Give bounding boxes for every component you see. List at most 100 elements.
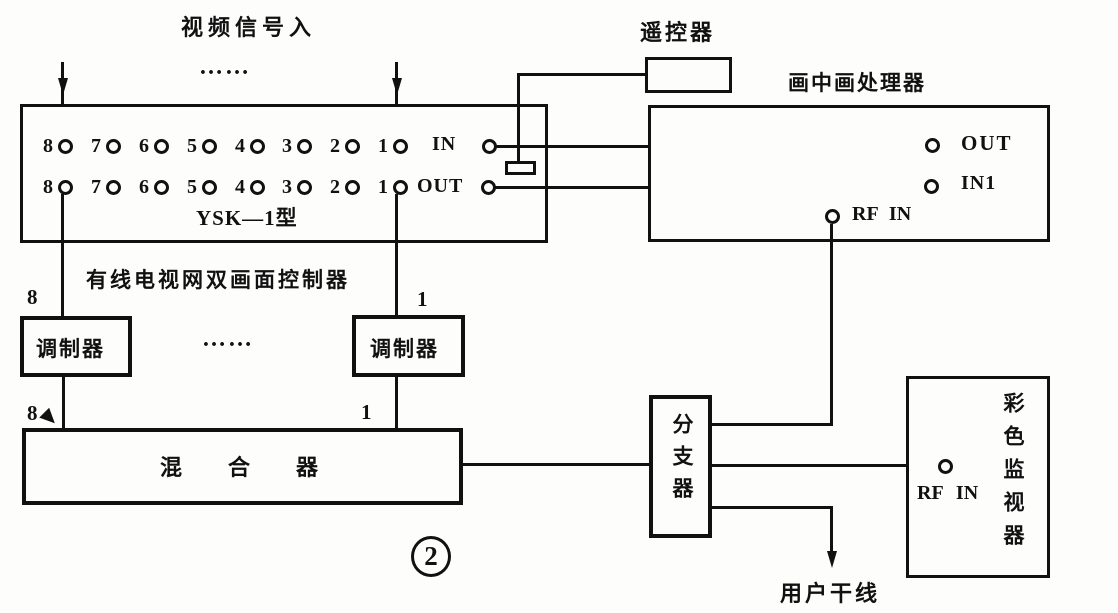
pip-rfin-port-circle [825, 209, 840, 224]
terminal: 3 [278, 176, 312, 198]
terminal-number: 8 [43, 135, 53, 157]
wire-video-in-1 [395, 62, 398, 139]
port-circle [250, 179, 265, 195]
wire-pip-rfin-vertical [830, 224, 833, 426]
modulator-right-box [352, 315, 465, 377]
terminal-number: 2 [330, 176, 340, 198]
ellipsis-top: …… [199, 54, 251, 80]
terminal: 2 [326, 135, 360, 157]
ir-sensor-plate [505, 161, 536, 175]
port-circle [297, 138, 312, 154]
pip-rfin-label: RF IN [852, 203, 912, 225]
terminal-number: 4 [235, 176, 245, 198]
terminal-number: 4 [235, 135, 245, 157]
port-circle [154, 179, 169, 195]
terminal: 6 [135, 176, 169, 198]
terminal: 8 [39, 176, 73, 198]
port-circle [393, 138, 408, 154]
ysk-model-label: YSK—1型 [196, 206, 298, 230]
terminal: 4 [231, 176, 265, 198]
arrowhead-mixer-in-icon [39, 407, 60, 429]
terminal: 4 [231, 135, 265, 157]
pip-processor-box [648, 105, 1050, 242]
wire-video-in-8 [61, 62, 64, 139]
ellipsis-mid: …… [202, 326, 254, 352]
wire-remote-vertical [517, 73, 520, 163]
wire-modulator-left-to-mixer [62, 377, 65, 428]
ysk-in-port-circle [482, 139, 497, 154]
arrowhead-video-in-8-icon [58, 78, 68, 95]
terminal: 7 [87, 176, 121, 198]
pip-in1-label: IN1 [961, 172, 997, 194]
wire-splitter-bottom-branch [712, 506, 833, 509]
monitor-label: 彩色监视器 [1001, 392, 1025, 557]
port-circle [202, 179, 217, 195]
ysk-out-label: OUT [417, 175, 464, 197]
splitter-box [649, 395, 712, 538]
terminal: 1 [374, 135, 408, 157]
terminal-number: 5 [187, 135, 197, 157]
terminal-number: 3 [282, 135, 292, 157]
terminal-number: 1 [378, 135, 388, 157]
monitor-rfin-port-circle [938, 459, 953, 474]
port-circle [202, 138, 217, 154]
arrowhead-user-trunk-icon [827, 551, 837, 568]
wire-modulator-right-to-mixer [395, 377, 398, 428]
terminal-number: 1 [378, 176, 388, 198]
terminal: 6 [135, 135, 169, 157]
modulator-left-box [20, 316, 132, 377]
wire-term1-to-modulator [395, 194, 398, 316]
modulator-right-label: 调制器 [370, 337, 439, 361]
terminal: 2 [326, 176, 360, 198]
port-circle [106, 179, 121, 195]
terminal-number: 7 [91, 135, 101, 157]
port-circle [58, 138, 73, 154]
ysk-out-port-circle [481, 180, 496, 195]
terminal: 3 [278, 135, 312, 157]
pip-in1-port-circle [924, 179, 939, 194]
chain-label-1-bottom: 1 [361, 400, 372, 424]
arrowhead-video-in-1-icon [392, 78, 402, 95]
wire-splitter-to-monitor [712, 464, 940, 467]
monitor-rfin-label: RF IN [917, 482, 979, 504]
port-circle [297, 179, 312, 195]
terminal: 5 [183, 176, 217, 198]
terminal: 8 [39, 135, 73, 157]
remote-control-box [645, 57, 732, 93]
terminal-number: 6 [139, 176, 149, 198]
mixer-label: 混合器 [160, 455, 365, 480]
wire-term8-to-modulator [61, 194, 64, 317]
terminal-number: 5 [187, 176, 197, 198]
splitter-label: 分支器 [670, 413, 694, 509]
monitor-box [906, 376, 1050, 578]
port-circle [250, 138, 265, 154]
pip-processor-label: 画中画处理器 [788, 71, 926, 95]
ysk-controller-box [20, 104, 548, 243]
terminal: 7 [87, 135, 121, 157]
terminal-number: 2 [330, 135, 340, 157]
port-circle [393, 179, 408, 195]
port-circle [58, 179, 73, 195]
remote-label: 遥控器 [640, 20, 716, 45]
wire-mixer-to-splitter [463, 463, 650, 466]
terminal: 5 [183, 135, 217, 157]
ysk-in-label: IN [432, 133, 457, 155]
mixer-box [22, 428, 463, 505]
wire-remote-horizontal [518, 73, 648, 76]
terminal-number: 3 [282, 176, 292, 198]
video-signal-in-label: 视频信号入 [181, 15, 317, 40]
modulator-left-label: 调制器 [36, 337, 105, 361]
chain-label-1-top: 1 [417, 287, 428, 311]
port-circle [154, 138, 169, 154]
terminal: 1 [374, 176, 408, 198]
wire-user-trunk-vertical [830, 506, 833, 555]
terminal-number: 8 [43, 176, 53, 198]
terminal-number: 6 [139, 135, 149, 157]
pip-out-port-circle [925, 138, 940, 153]
figure-number: 2 [424, 541, 438, 571]
port-circle [345, 179, 360, 195]
terminal-number: 7 [91, 176, 101, 198]
port-circle [345, 138, 360, 154]
chain-label-8-bottom: 8 [27, 401, 38, 425]
